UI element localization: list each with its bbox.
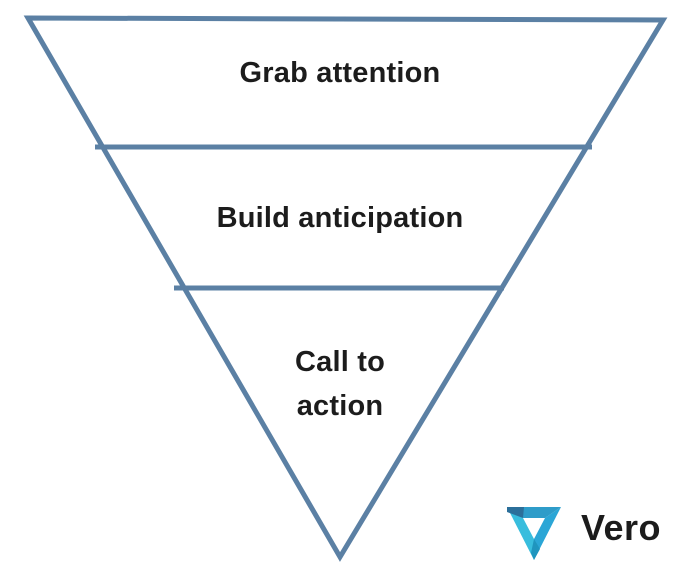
funnel-stage-label-call-to-action: Call to action [294,346,385,422]
vero-triangle-icon [507,507,561,560]
funnel-stage-label-build-anticipation: Build anticipation [216,202,464,234]
funnel-stage-label-grab-attention: Grab attention [239,57,441,89]
vero-icon-corner-wedge [507,507,524,518]
vero-logo-text: Vero [581,507,662,548]
vero-icon-apex-fold [531,539,540,560]
vero-logo: Vero [505,498,675,568]
vero-icon-left-limb [507,507,534,560]
vero-icon-right-limb [534,507,561,560]
